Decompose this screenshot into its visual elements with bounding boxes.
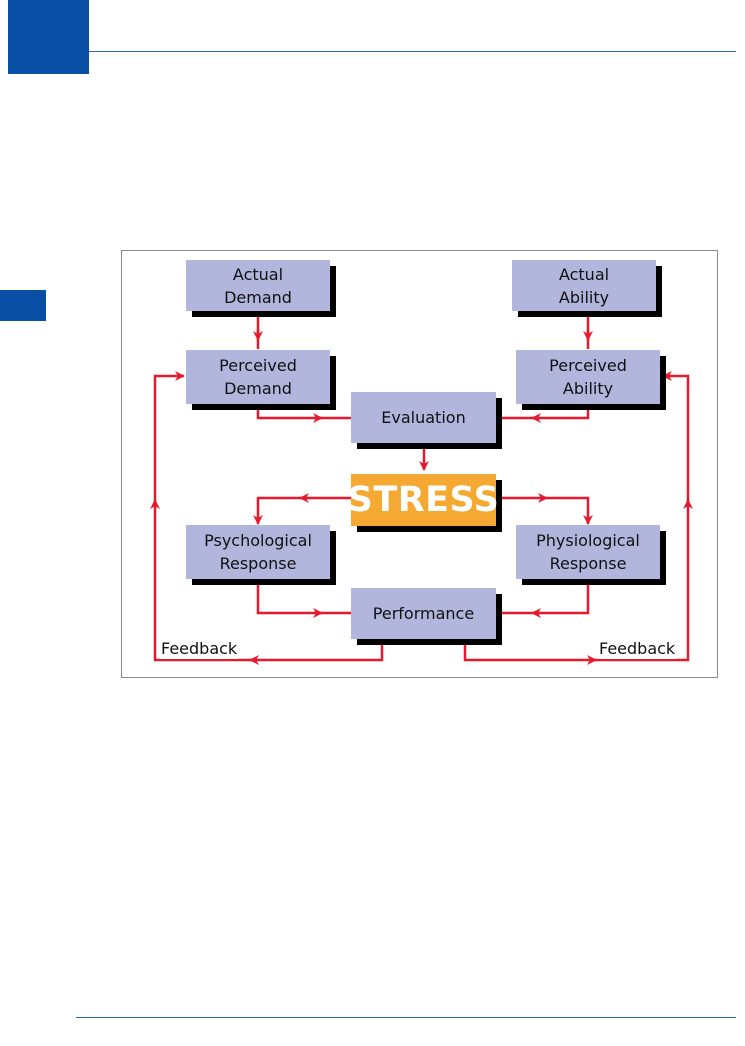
node-perceived-ability: Perceived Ability [516, 350, 660, 404]
edge-perceived-demand-to-evaluation [256, 404, 323, 423]
node-evaluation: Evaluation [351, 392, 496, 443]
node-perceived-demand: Perceived Demand [186, 350, 330, 404]
footer-rule [76, 1017, 736, 1018]
edge-psychological-to-performance [256, 579, 323, 618]
edge-stress-to-physiological-b [543, 496, 593, 525]
edge-feedback-right-c [662, 371, 690, 504]
node-stress: STRESS [348, 474, 499, 526]
edge-physiological-to-performance [531, 579, 590, 618]
feedback-label-left: Feedback [160, 639, 239, 659]
edge-feedback-right-b [592, 499, 693, 662]
edge-feedback-left-a [249, 640, 384, 665]
header-rule [89, 51, 736, 52]
edge-feedback-right-a [463, 640, 597, 665]
node-actual-ability: Actual Ability [512, 260, 656, 311]
node-performance: Performance [351, 588, 496, 639]
node-psychological-response: Psychological Response [186, 525, 330, 579]
edge-feedback-left-b [150, 499, 254, 662]
edge-stress-to-psychological-b [253, 496, 304, 525]
chapter-corner-block [8, 0, 89, 74]
edge-perceived-ability-to-evaluation [531, 404, 590, 423]
chapter-side-tab [0, 290, 46, 321]
node-actual-demand: Actual Demand [186, 260, 330, 311]
feedback-label-right: Feedback [598, 639, 677, 659]
node-physiological-response: Physiological Response [516, 525, 660, 579]
edge-feedback-left-c [153, 371, 185, 504]
